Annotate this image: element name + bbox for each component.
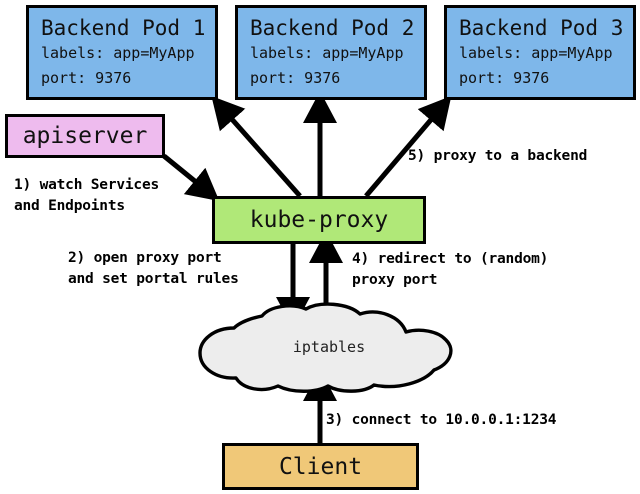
backend-pod-2-port: port: 9376 (250, 68, 341, 87)
kube-proxy-label: kube-proxy (249, 207, 389, 233)
backend-pod-1-box[interactable]: Backend Pod 1 labels: app=MyApp port: 93… (26, 5, 218, 100)
backend-pod-3-box[interactable]: Backend Pod 3 labels: app=MyApp port: 93… (444, 5, 636, 100)
apiserver-box[interactable]: apiserver (5, 114, 165, 158)
backend-pod-2-title: Backend Pod 2 (250, 15, 415, 40)
backend-pod-3-title: Backend Pod 3 (459, 15, 624, 40)
step-1-label: 1) watch Services and Endpoints (14, 177, 160, 214)
backend-pod-1-labels: labels: app=MyApp (41, 43, 195, 62)
step-2-label: 2) open proxy port and set portal rules (68, 250, 239, 287)
step-4-label: 4) redirect to (random) proxy port (352, 251, 549, 288)
step-5-label: 5) proxy to a backend (408, 148, 588, 164)
arrow-kubeproxy-to-pod-1 (211, 96, 302, 198)
step-3-label: 3) connect to 10.0.0.1:1234 (326, 412, 557, 428)
backend-pod-2-box[interactable]: Backend Pod 2 labels: app=MyApp port: 93… (235, 5, 427, 100)
cloud-shape-icon (198, 302, 453, 393)
iptables-cloud[interactable]: iptables (188, 300, 464, 394)
client-label: Client (278, 453, 363, 480)
apiserver-label: apiserver (22, 123, 148, 149)
backend-pod-1-port: port: 9376 (41, 68, 132, 87)
iptables-label: iptables (292, 338, 366, 356)
kube-proxy-box[interactable]: kube-proxy (212, 196, 426, 244)
backend-pod-3-port: port: 9376 (459, 68, 550, 87)
arrow-apiserver-to-kubeproxy (162, 154, 220, 202)
backend-pod-2-labels: labels: app=MyApp (250, 43, 404, 62)
client-box[interactable]: Client (222, 443, 419, 490)
backend-pod-1-title: Backend Pod 1 (41, 15, 206, 40)
backend-pod-3-labels: labels: app=MyApp (459, 43, 613, 62)
